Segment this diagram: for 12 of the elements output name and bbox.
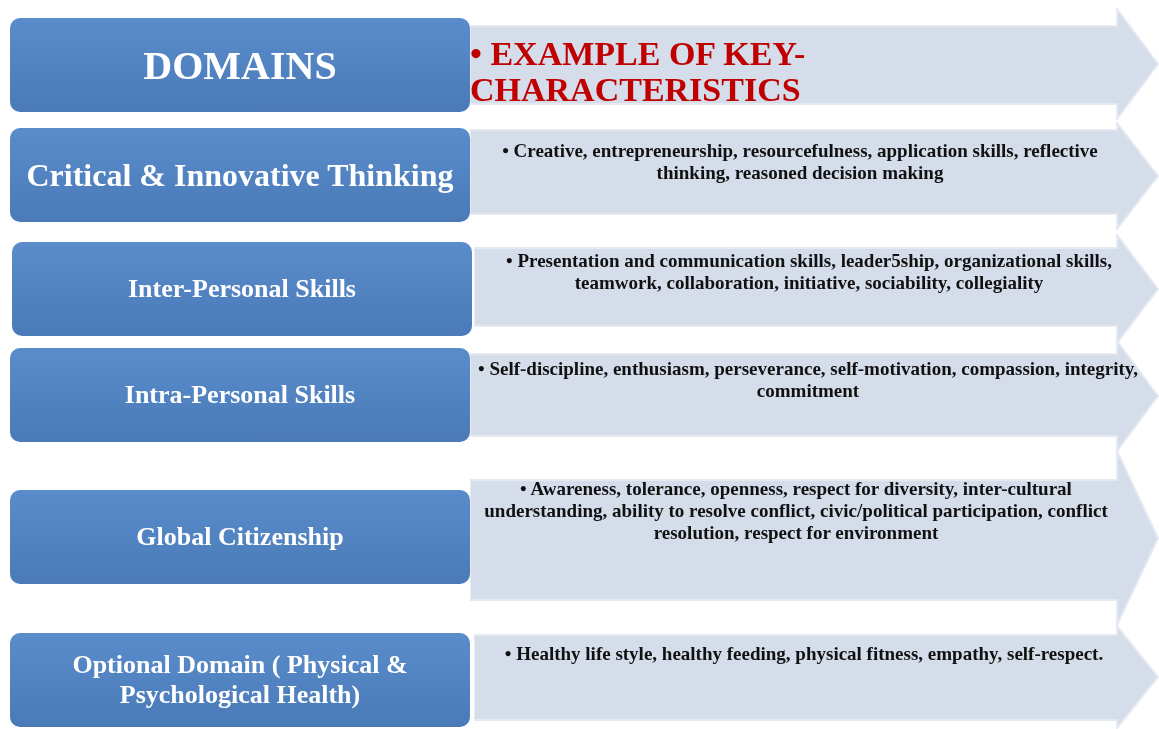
domain-label: Optional Domain ( Physical & Psychological Health) bbox=[71, 650, 409, 710]
domain-label: Global Citizenship bbox=[136, 522, 344, 552]
characteristics-text: • Presentation and communication skills, leader5ship, organizational skills, teamwork, collaboration, initiative, sociability, collegiality bbox=[505, 250, 1113, 294]
characteristics-text: • Self-discipline, enthusiasm, perseverance, self-motivation, compassion, integrity, commitment bbox=[478, 358, 1138, 402]
characteristics-text: • Awareness, tolerance, openness, respect for diversity, inter-cultural understanding, ability to resolve conflict, civic/political participation, conflict resolution, respect for environment bbox=[483, 478, 1109, 544]
domain-label: Critical & Innovative Thinking bbox=[26, 156, 454, 194]
characteristics-text: • Healthy life style, healthy feeding, physical fitness, empathy, self-respect. bbox=[503, 643, 1105, 665]
column-heading: DOMAINS bbox=[143, 41, 337, 89]
characteristics-text: • Creative, entrepreneurship, resourcefulness, application skills, reflective thinking, reasoned decision making bbox=[501, 140, 1099, 184]
domain-label: Intra-Personal Skills bbox=[124, 380, 356, 410]
column-heading: • EXAMPLE OF KEY-CHARACTERISTICS bbox=[470, 36, 807, 108]
domain-label: Inter-Personal Skills bbox=[128, 274, 356, 304]
